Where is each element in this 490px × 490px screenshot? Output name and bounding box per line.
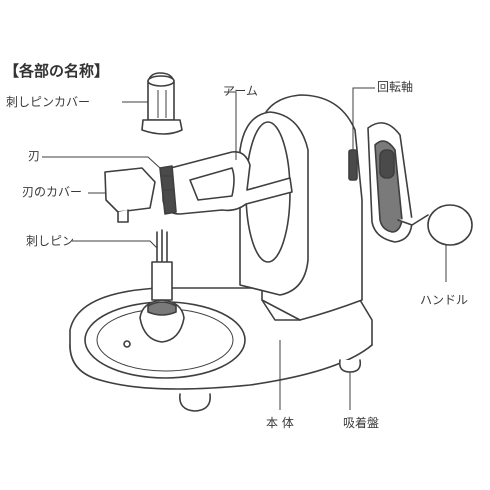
label-suction-cup: 吸着盤 <box>343 416 380 430</box>
skewer-pin <box>139 229 185 343</box>
peeler-body <box>69 94 373 412</box>
label-pin-cover: 刺しピンカバー <box>6 95 91 109</box>
label-arm: アーム <box>223 84 258 98</box>
label-blade: 刃 <box>28 149 41 163</box>
crank-handle <box>367 122 473 246</box>
peeler-arm <box>159 150 293 215</box>
page-title: 【各部の名称】 <box>4 62 110 80</box>
label-handle: ハンドル <box>420 293 469 307</box>
leader-lines <box>42 87 447 410</box>
label-blade-cover: 刃のカバー <box>22 185 83 199</box>
pin-cover <box>141 72 183 135</box>
blade-cover <box>104 167 156 223</box>
label-pin: 刺しピン <box>26 234 75 248</box>
label-body: 本 体 <box>266 416 294 430</box>
label-shaft: 回転軸 <box>377 80 414 94</box>
